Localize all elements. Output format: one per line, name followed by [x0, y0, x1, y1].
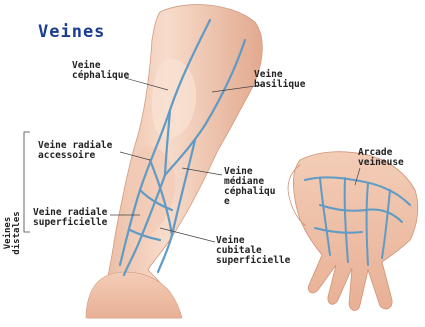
- label-veine-mediane-cephalique: Veine médiane céphaliqu e: [224, 167, 275, 207]
- label-veine-cephalique: Veine céphalique: [72, 61, 129, 81]
- label-veine-radiale-superficielle: Veine radiale superficielle: [33, 208, 107, 228]
- label-veines-distales: Veines distales: [4, 208, 22, 258]
- diagram-title: Veines: [38, 22, 105, 42]
- label-arcade-veineuse: Arcade veineuse: [358, 148, 404, 168]
- label-veine-cubitale-superficielle: Veine cubitale superficielle: [216, 236, 290, 266]
- label-veine-basilique: Veine basilique: [254, 70, 305, 90]
- label-veine-radiale-accessoire: Veine radiale accessoire: [38, 141, 112, 161]
- arm-shape: [88, 5, 262, 318]
- hand-shape: [288, 152, 418, 311]
- distales-bracket: [24, 132, 30, 232]
